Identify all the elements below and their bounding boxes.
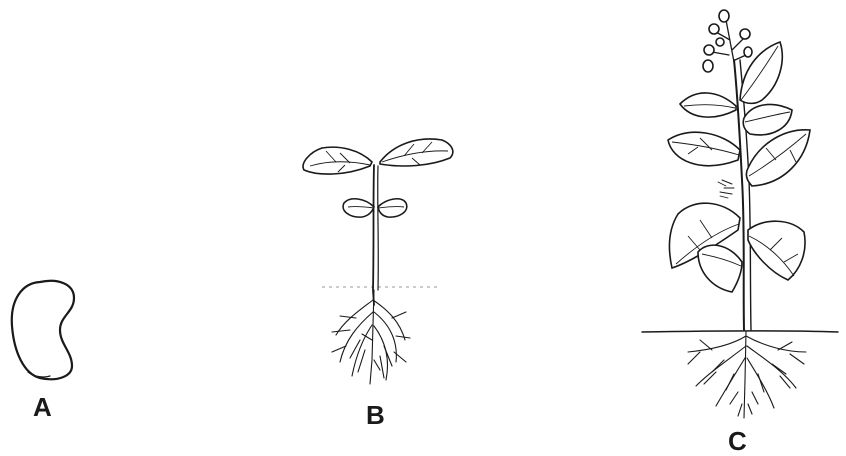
plant-leaves: [668, 42, 810, 292]
plant-roots: [688, 332, 806, 418]
seedling-roots: [332, 290, 410, 384]
cotyledons: [343, 199, 407, 217]
stage-label-c: C: [728, 428, 747, 454]
stage-label-a: A: [33, 394, 52, 420]
stage-label-b: B: [366, 402, 385, 428]
seed-icon: [12, 281, 74, 379]
flower-buds: [703, 10, 752, 72]
ground-line: [642, 331, 838, 332]
mature-plant-icon: [642, 10, 838, 418]
seedling-icon: [303, 139, 453, 384]
